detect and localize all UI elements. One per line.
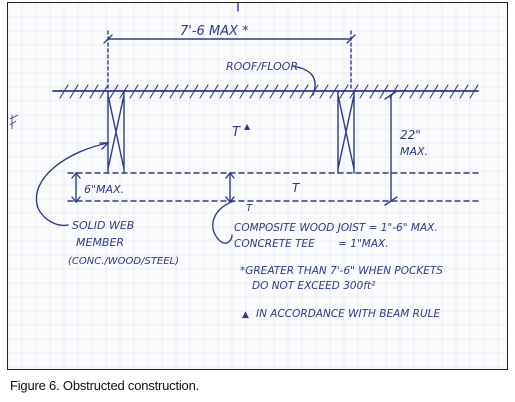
- hatch-stroke: [69, 84, 79, 99]
- hatch-stroke: [109, 84, 119, 99]
- hatch-stroke: [359, 84, 369, 99]
- hatch-stroke: [429, 84, 439, 99]
- depth-max-label: MAX.: [400, 145, 428, 158]
- hatch-stroke: [459, 84, 469, 99]
- hatch-stroke: [289, 84, 299, 99]
- hatch-stroke: [99, 84, 109, 99]
- t-upper-mark: ▲: [244, 122, 251, 131]
- hatch-stroke: [259, 84, 269, 99]
- hatch-stroke: [139, 84, 149, 99]
- hatch-stroke: [169, 84, 179, 99]
- solid-web-leader: [35, 142, 109, 227]
- note-line-1: *GREATER THAN 7'-6" WHEN POCKETS: [240, 265, 443, 277]
- span-label: 7'-6 MAX *: [180, 24, 249, 39]
- solid-web-line-1: SOLID WEB: [72, 219, 134, 232]
- hatch-stroke: [219, 84, 229, 99]
- hatch-stroke: [159, 84, 169, 99]
- hatch-stroke: [199, 84, 209, 99]
- hatch-stroke: [379, 84, 389, 99]
- solid-web-line-3: (CONC./WOOD/STEEL): [68, 256, 179, 267]
- web-max-label: 6"MAX.: [84, 183, 124, 196]
- hatch-stroke: [329, 84, 339, 99]
- roof-floor-label: ROOF/FLOOR: [226, 60, 298, 73]
- hatch-stroke: [229, 84, 239, 99]
- hatch-stroke: [409, 84, 419, 99]
- hatch-stroke: [469, 84, 479, 99]
- diagram-frame: 7'-6 MAX * ROOF/FLOOR T ▲ 22" MAX. 6"MAX…: [7, 2, 508, 370]
- note-line-3: IN ACCORDANCE WITH BEAM RULE: [256, 308, 440, 320]
- hatch-stroke: [59, 84, 69, 99]
- hatch-stroke: [339, 84, 349, 99]
- hatch-stroke: [249, 84, 259, 99]
- hatch-stroke: [399, 84, 409, 99]
- left-web-member: [107, 90, 125, 174]
- roof-floor-leader: [292, 65, 316, 96]
- hatch-stroke: [279, 84, 289, 99]
- hatch-stroke: [149, 84, 159, 99]
- figure-caption: Figure 6. Obstructed construction.: [10, 378, 200, 393]
- solid-web-line-2: MEMBER: [76, 236, 124, 249]
- span-ticks: [103, 34, 356, 44]
- composite-leader: [212, 200, 235, 244]
- hatch-stroke: [269, 84, 279, 99]
- composite-line-2: CONCRETE TEE = 1"MAX.: [234, 238, 389, 250]
- hatch-stroke: [79, 84, 89, 99]
- web-arrows: [71, 171, 81, 204]
- hatch-stroke: [449, 84, 459, 99]
- hatch-stroke: [89, 84, 99, 99]
- hatch-stroke: [319, 84, 329, 99]
- solid-web-arrow: [99, 142, 110, 150]
- grid-paper: [8, 3, 507, 369]
- hatch-stroke: [239, 84, 249, 99]
- hatch-stroke: [179, 84, 189, 99]
- hatch-stroke: [369, 84, 379, 99]
- composite-line-1: COMPOSITE WOOD JOIST = 1"-6" MAX.: [234, 222, 438, 234]
- hatch-stroke: [299, 84, 309, 99]
- hatch-stroke: [189, 84, 199, 99]
- right-web-member: [337, 90, 355, 174]
- t-upper-label: T: [232, 125, 241, 140]
- hatch-stroke: [439, 84, 449, 99]
- hatch-stroke: [419, 84, 429, 99]
- margin-scribble: [9, 114, 19, 129]
- roof-floor-hatch: [59, 84, 479, 99]
- depth-ticks: [384, 90, 398, 206]
- sketch-drawing: 7'-6 MAX * ROOF/FLOOR T ▲ 22" MAX. 6"MAX…: [8, 3, 507, 369]
- note-3-mark: ▲: [242, 310, 249, 320]
- t-lower-note: T: [246, 203, 253, 214]
- depth-label: 22": [400, 128, 421, 142]
- t-lower-label: T: [292, 181, 301, 195]
- note-line-2: DO NOT EXCEED 300ft²: [252, 280, 376, 292]
- hatch-stroke: [129, 84, 139, 99]
- hatch-stroke: [209, 84, 219, 99]
